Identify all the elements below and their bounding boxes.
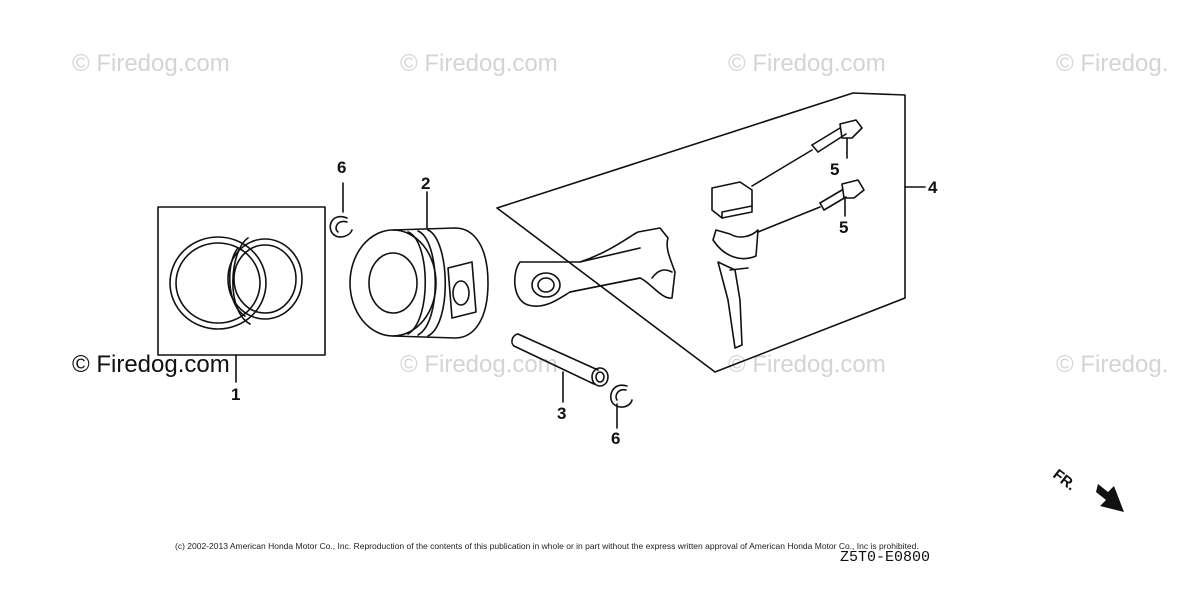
connecting-rod-set	[496, 92, 926, 373]
front-direction-arrow	[1096, 484, 1124, 512]
watermark: © Firedog.com	[728, 351, 886, 378]
callout-rod-bolt-lower: 5	[839, 218, 849, 237]
callout-clip-upper: 6	[337, 158, 347, 177]
callout-clip-lower: 6	[611, 429, 621, 448]
watermark: © Firedog.com	[400, 50, 558, 77]
callout-ring-set: 1	[231, 385, 241, 404]
watermark: © Firedog.	[1056, 351, 1169, 378]
watermark: © Firedog.com	[400, 351, 558, 378]
piston-ring-set	[157, 206, 326, 383]
rod-bolt-lower	[757, 179, 865, 233]
piston-pin-clip-upper	[329, 182, 353, 238]
callout-connecting-rod-set: 4	[928, 178, 938, 197]
diagram-code: Z5T0-E0800	[840, 549, 931, 566]
rod-bolt-upper	[751, 119, 863, 187]
callout-piston-pin: 3	[557, 404, 567, 423]
copyright-notice: (c) 2002-2013 American Honda Motor Co., …	[175, 541, 919, 551]
piston-pin	[511, 333, 609, 403]
piston	[349, 191, 489, 339]
piston-pin-clip-lower	[610, 384, 633, 429]
callout-rod-bolt-upper: 5	[830, 160, 840, 179]
watermark: © Firedog.com	[72, 50, 230, 77]
watermark: © Firedog.	[1056, 50, 1169, 77]
callout-piston: 2	[421, 174, 431, 193]
watermark: © Firedog.com	[728, 50, 886, 77]
